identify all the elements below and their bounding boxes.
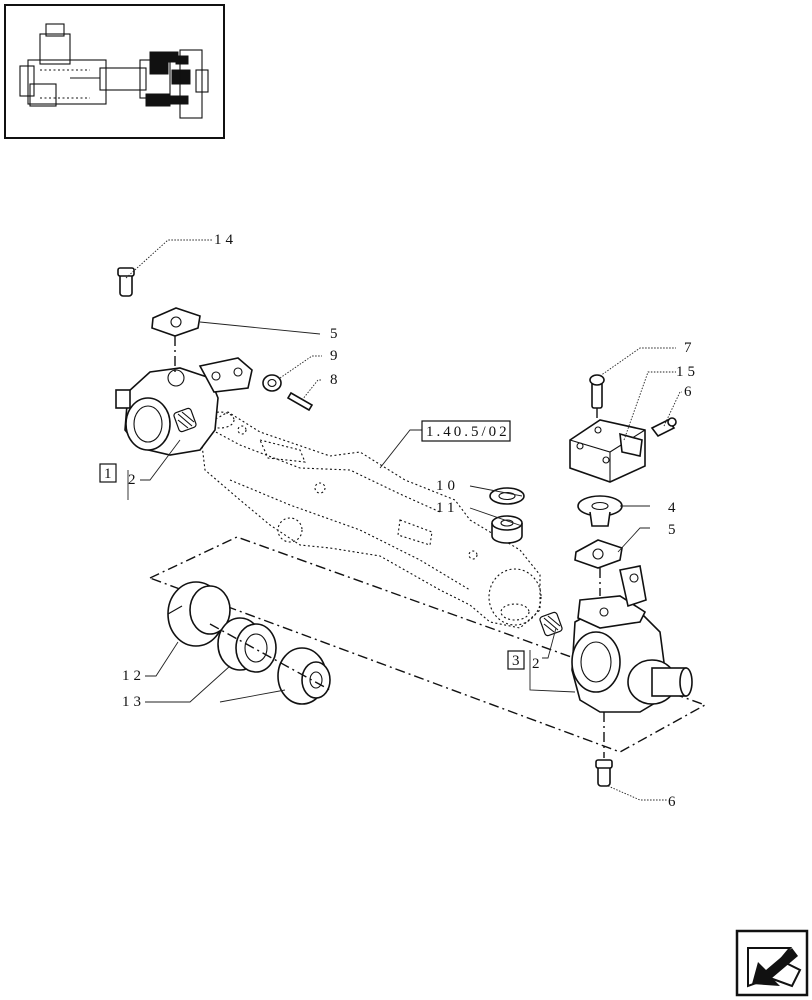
part-label-12: 12	[122, 668, 145, 684]
bush-9	[262, 374, 282, 392]
part-label-7: 7	[684, 340, 696, 356]
shim-plate-lower	[574, 539, 623, 569]
leader-lines	[125, 239, 682, 801]
seal-ring-10	[489, 487, 525, 505]
grease-nipple-6-upper	[650, 417, 677, 438]
block-15	[569, 419, 646, 483]
part-label-15: 15	[676, 364, 699, 380]
part-label-9: 9	[330, 348, 342, 364]
bush-11	[491, 515, 523, 544]
left-kingpin	[173, 407, 197, 433]
reference-box[interactable]	[421, 420, 511, 442]
part-label-14: 14	[214, 232, 237, 248]
pin-8	[286, 391, 314, 412]
right-kingpin	[539, 611, 563, 637]
bearing-ring-12	[167, 581, 231, 647]
axle-assembly-thumbnail	[19, 23, 209, 119]
part-label-6-upper: 6	[684, 384, 696, 400]
part-label-2-left: 2	[128, 472, 140, 488]
next-page-arrow-icon[interactable]	[735, 929, 809, 997]
index-label-3: 3	[512, 653, 524, 669]
grease-nipple-14	[117, 267, 135, 297]
reference-label[interactable]: 1.40.5/02	[426, 424, 510, 440]
index-box-3	[507, 650, 525, 670]
bearing-13	[217, 617, 331, 705]
shim-plate-upper	[151, 307, 201, 337]
left-swivel-housing	[115, 357, 253, 456]
index-box-1	[99, 463, 117, 483]
part-label-5-lower: 5	[668, 522, 680, 538]
grease-nipple-6-lower	[595, 759, 613, 787]
right-swivel-housing	[571, 565, 693, 713]
bearing-group-outline	[148, 536, 707, 753]
part-label-2-right: 2	[532, 656, 544, 672]
part-label-5-upper: 5	[330, 326, 342, 342]
index-label-1: 1	[104, 466, 116, 482]
part-label-4: 4	[668, 500, 680, 516]
part-label-11: 11	[436, 500, 458, 516]
part-label-13: 13	[122, 694, 145, 710]
part-label-10: 10	[436, 478, 459, 494]
part-label-8: 8	[330, 372, 342, 388]
thumbnail-panel[interactable]	[4, 4, 225, 139]
bearing-cup-4	[577, 495, 623, 527]
axle-housing	[199, 411, 542, 629]
part-label-6-lower: 6	[668, 794, 680, 810]
bolt-7	[589, 374, 605, 409]
